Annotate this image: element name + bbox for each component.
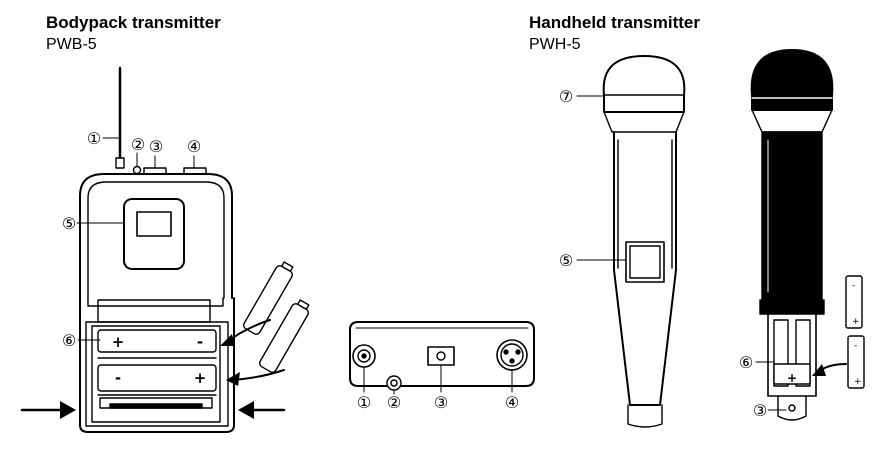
- switch: [427, 346, 455, 366]
- mic-polarity-plus: +: [787, 371, 797, 385]
- handheld-model: PWH-5: [529, 36, 581, 53]
- mic-battery-compartment: [767, 313, 817, 397]
- mic-grille: [602, 55, 686, 113]
- handheld-title: Handheld transmitter: [529, 13, 700, 32]
- loose-battery-2: [847, 335, 865, 389]
- bodypack-title: Bodypack transmitter: [46, 13, 221, 32]
- base-unit-body: [349, 321, 535, 387]
- polarity-minus-2: -: [115, 369, 121, 387]
- mic-callout-5: ⑤: [559, 251, 573, 270]
- mic-callout-6: ⑥: [739, 353, 753, 372]
- polarity-minus-1: -: [197, 333, 203, 351]
- mic-handle: [613, 131, 677, 406]
- base-callout-3: ③: [434, 393, 448, 412]
- mic-handle-dark: [761, 131, 823, 301]
- mic-jack: [132, 165, 142, 175]
- bodypack-model: PWB-5: [46, 36, 97, 53]
- base-callout-1: ①: [357, 393, 371, 412]
- callout-4: ④: [187, 137, 201, 156]
- battery-slot-1: [97, 329, 217, 353]
- handheld-front-illustration: [576, 55, 686, 428]
- battery1-minus: -: [852, 281, 855, 291]
- display: [123, 198, 185, 270]
- callout-2: ②: [131, 135, 145, 154]
- polarity-plus-2: +: [194, 369, 207, 387]
- callout-5: ⑤: [62, 214, 76, 233]
- loose-battery-1: [845, 275, 863, 329]
- base-callout-2: ②: [387, 393, 401, 412]
- base-unit-illustration: [349, 321, 535, 395]
- mic-callout-3: ③: [753, 401, 767, 420]
- handheld-open-illustration: [750, 49, 865, 421]
- mic-grille-dark: [750, 49, 834, 111]
- callout-6: ⑥: [62, 331, 76, 350]
- mic-callout-7: ⑦: [559, 87, 573, 106]
- battery-slot-2: [97, 364, 217, 392]
- bodypack-illustration: [20, 66, 310, 433]
- callout-3: ③: [149, 137, 163, 156]
- battery1-plus: +: [852, 317, 860, 327]
- callout-1: ①: [87, 129, 101, 148]
- polarity-plus-1: +: [112, 333, 125, 351]
- base-callout-4: ④: [505, 393, 519, 412]
- mic-display: [625, 241, 665, 283]
- battery2-minus: -: [854, 341, 857, 351]
- bodypack-body: [79, 173, 233, 299]
- battery2-plus: +: [854, 377, 862, 387]
